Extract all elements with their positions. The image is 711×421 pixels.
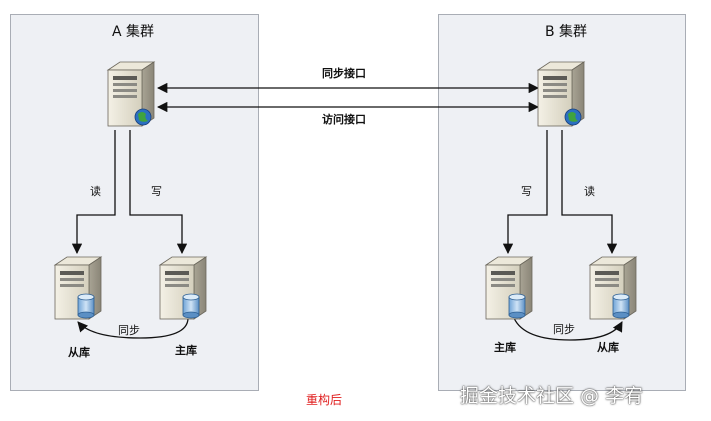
a-read-arrow bbox=[71, 130, 116, 255]
b-write-arrow bbox=[502, 130, 548, 255]
a-master-db-icon bbox=[158, 256, 208, 320]
a-write-arrow bbox=[129, 130, 188, 255]
a-slave-db-icon bbox=[53, 256, 103, 320]
b-slave-db-icon bbox=[588, 256, 638, 320]
b-app-server-icon bbox=[536, 61, 586, 127]
a-sync-label: 同步 bbox=[118, 324, 140, 337]
b-sync-arrow bbox=[513, 317, 623, 341]
b-read-arrow bbox=[561, 130, 618, 255]
b-slave-label: 从库 bbox=[597, 341, 619, 354]
a-read-label: 读 bbox=[90, 185, 101, 198]
b-master-label: 主库 bbox=[494, 341, 516, 354]
b-master-db-icon bbox=[484, 256, 534, 320]
watermark-text: 掘金技术社区 @ 李宥 bbox=[460, 385, 644, 407]
b-write-label: 写 bbox=[521, 185, 532, 198]
a-write-label: 写 bbox=[151, 185, 162, 198]
cluster-a-title: A 集群 bbox=[112, 24, 155, 40]
diagram-caption: 重构后 bbox=[306, 393, 343, 407]
cluster-b-title: B 集群 bbox=[545, 24, 588, 40]
a-slave-label: 从库 bbox=[68, 346, 90, 359]
access-interface-label: 访问接口 bbox=[322, 113, 366, 126]
b-read-label: 读 bbox=[584, 185, 595, 198]
b-sync-label: 同步 bbox=[553, 323, 575, 336]
a-master-label: 主库 bbox=[175, 344, 197, 357]
a-app-server-icon bbox=[106, 61, 156, 127]
a-sync-arrow bbox=[77, 317, 189, 339]
sync-interface-label: 同步接口 bbox=[322, 67, 366, 80]
